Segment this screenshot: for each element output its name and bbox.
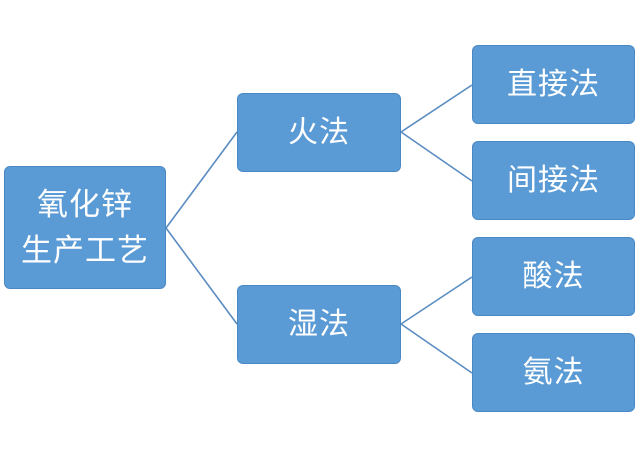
leaf-node-label: 酸法	[522, 258, 585, 294]
branch-node-label: 火法	[288, 114, 350, 150]
leaf-node-acid-method: 酸法	[472, 237, 635, 316]
root-node-line1: 氧化锌	[37, 186, 133, 223]
root-node-line2: 生产工艺	[21, 232, 149, 269]
leaf-node-indirect-method: 间接法	[472, 141, 635, 220]
root-node: 氧化锌 生产工艺	[4, 166, 166, 289]
leaf-node-label: 间接法	[507, 162, 600, 198]
leaf-node-label: 氨法	[522, 354, 585, 390]
connector-root-wet	[165, 227, 238, 325]
leaf-node-label: 直接法	[507, 66, 600, 102]
connector-fire-direct	[400, 84, 473, 133]
leaf-node-ammonia-method: 氨法	[472, 333, 635, 412]
connector-wet-ammonia	[400, 323, 473, 374]
connector-wet-acid	[400, 276, 473, 325]
branch-node-wet-method: 湿法	[237, 285, 401, 364]
branch-node-label: 湿法	[288, 306, 350, 342]
connector-fire-indirect	[400, 131, 473, 182]
connector-root-fire	[165, 131, 238, 229]
branch-node-fire-method: 火法	[237, 93, 401, 172]
leaf-node-direct-method: 直接法	[472, 45, 635, 124]
